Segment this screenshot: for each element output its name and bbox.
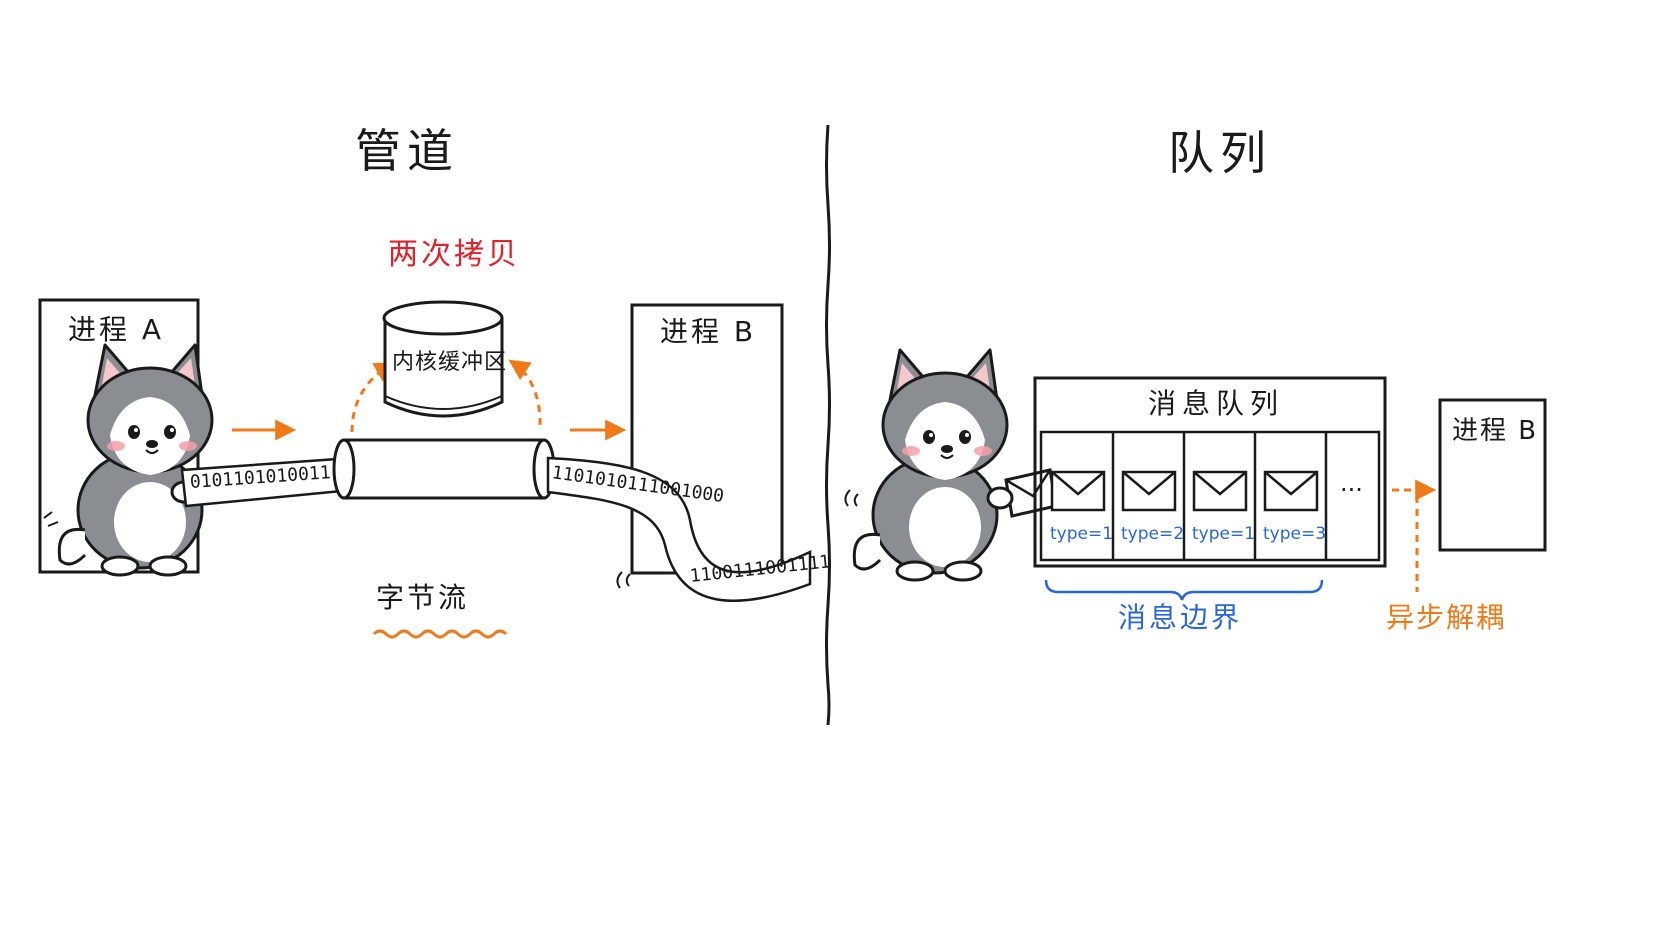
message-type-label: type=2 [1121, 524, 1185, 544]
byte-stream-label: 字节流 [376, 581, 470, 614]
copy-arrow-down [508, 359, 542, 431]
message-queue-label: 消息队列 [1148, 387, 1285, 420]
byte-tape-right [546, 456, 812, 603]
envelope-icon [1192, 470, 1248, 512]
queue-title: 队列 [1168, 126, 1272, 180]
kernel-buffer-drum [382, 300, 504, 418]
husky-producer-icon [852, 348, 1009, 582]
queue-process-b-box [1438, 398, 1547, 552]
message-boundary-brace [1044, 579, 1324, 601]
copy-arrow-up [350, 361, 396, 433]
process-b-label: 进程 B [660, 315, 757, 348]
queue-ellipsis: ··· [1340, 476, 1363, 504]
envelope-icon [1121, 470, 1177, 512]
pipe-title: 管道 [355, 124, 459, 178]
message-boundary-label: 消息边界 [1118, 601, 1243, 634]
async-decouple-label: 异步解耦 [1386, 601, 1507, 634]
message-queue-box [1033, 376, 1387, 568]
message-type-label: type=1 [1192, 524, 1256, 544]
two-copies-label: 两次拷贝 [388, 237, 520, 272]
process-a-label: 进程 A [68, 313, 165, 346]
message-type-label: type=3 [1263, 524, 1327, 544]
pipe-tube [332, 438, 556, 500]
center-divider [825, 124, 831, 726]
kernel-buffer-label: 内核缓冲区 [392, 350, 508, 375]
queue-process-b-label: 进程 B [1452, 416, 1539, 446]
queue-slots [1111, 432, 1328, 560]
byte-stream-underline [372, 629, 508, 639]
message-type-label: type=1 [1050, 524, 1114, 544]
envelope-icon [1050, 470, 1106, 512]
envelope-icon [1263, 470, 1319, 512]
held-envelope-icon [1004, 468, 1058, 518]
husky-sender-icon [57, 343, 214, 577]
